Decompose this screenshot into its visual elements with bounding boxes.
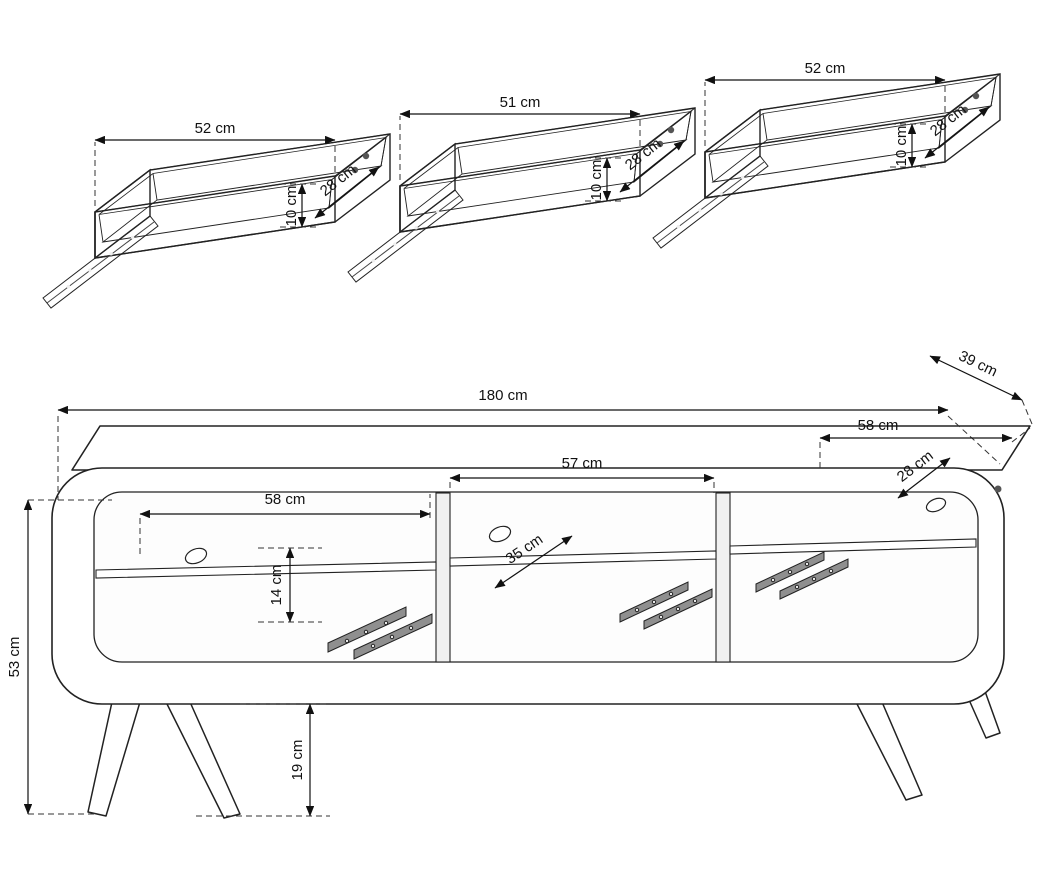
rails-right-compartment [755,551,849,600]
drawer-1 [43,134,390,308]
rail-bearing [651,599,657,605]
drawer-2 [348,108,695,282]
rail-bearing [675,606,681,612]
dim-middle-compartment-width: 57 cm [449,455,715,493]
cabinet-depth-label: 39 cm [956,347,1000,380]
fitting-hole [994,485,1002,493]
divider-right [715,492,731,663]
drawer-3-depth-label: 28 cm [927,101,970,140]
rails-middle-compartment [619,581,713,630]
dim-line [929,355,1023,401]
rail-bearing [668,591,674,597]
cabinet-height-label: 53 cm [6,637,23,678]
dim-depth: 39 cm [929,347,1033,425]
shelf-right [729,538,977,555]
cabinet-width-label: 180 cm [478,387,527,404]
drawer-1-width-label: 52 cm [195,120,236,137]
dim-extension [819,427,1031,470]
leg-front-right [855,701,923,801]
dim-leg-height: 19 cm [196,703,330,817]
drawer-3-height-label: 10 cm [893,126,910,167]
dim-line [494,535,573,589]
rail-bearing [804,561,810,567]
rail-bearing [692,598,698,604]
cabinet-interior [93,491,979,663]
rail-bearing [634,607,640,613]
rail-bearing [658,614,664,620]
rail-bearing [811,576,817,582]
leg-height-label: 19 cm [289,740,306,781]
drawer-3 [653,74,1000,248]
dim-left-compartment-width: 58 cm [139,491,431,556]
rail-bearing [770,577,776,583]
rail-bearing [370,643,376,649]
drawer-2-width-label: 51 cm [500,94,541,111]
rail-bearing [787,569,793,575]
cable-hole-right [925,497,947,513]
divider-left [435,492,451,663]
middle-compartment-width-label: 57 cm [562,455,603,472]
rail-bearing [794,584,800,590]
cable-hole-left [184,547,208,565]
dim-shelf-spacing: 14 cm [258,547,322,623]
drawer-2-depth-label: 28 cm [622,135,665,174]
cabinet [51,425,1031,819]
dim-line [897,457,951,499]
dim-extension [28,499,112,815]
drawer-3-width-label: 52 cm [805,60,846,77]
drawer-2-height-label: 10 cm [588,160,605,201]
right-compartment-width-label: 58 cm [858,417,899,434]
dim-right-compartment-width: 58 cm [819,417,1031,470]
shelf-left [95,561,437,579]
leg-rear-left [165,701,241,819]
left-compartment-width-label: 58 cm [265,491,306,508]
rail-bearing [344,638,350,644]
rail-bearing [363,629,369,635]
dim-extension [1021,399,1033,425]
leg-front-left [87,701,141,817]
rail-bearing [383,620,389,626]
shelf-spacing-label: 14 cm [268,565,285,606]
drawer-1-depth-label: 28 cm [317,161,360,200]
dim-overall-height: 53 cm [6,499,112,815]
rail-bearing [389,634,395,640]
drawer-1-height-label: 10 cm [283,186,300,227]
rail-bearing [408,625,414,631]
dim-extension [449,482,715,493]
rail-bearing [828,568,834,574]
rails-left-compartment [327,606,433,660]
